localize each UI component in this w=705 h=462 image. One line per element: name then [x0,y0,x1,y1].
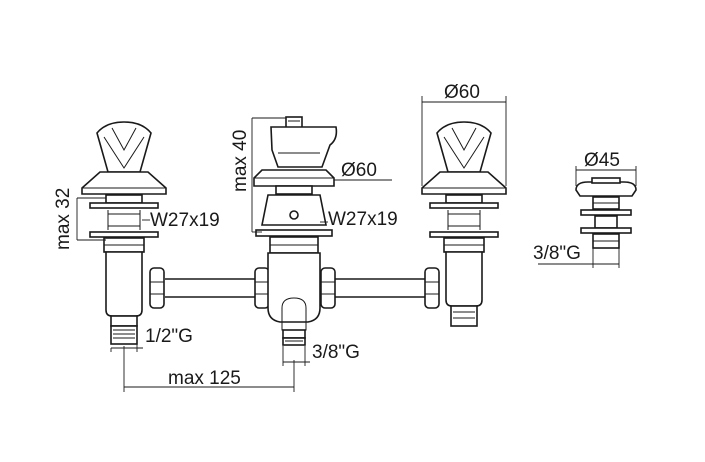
dim-inlet-left-label: 1/2"G [145,326,193,347]
right-valve [421,121,507,327]
dim-drain-thread-label: 3/8"G [533,243,581,264]
drain-fitting [575,177,637,249]
left-valve [81,121,167,345]
dim-max-32-label: max 32 [53,188,74,250]
dim-max-125-label: max 125 [168,368,241,389]
dim-center-diameter-label: Ø60 [341,160,377,181]
dim-w27x19-left-label: W27x19 [150,210,220,231]
dim-w27x19-center-label: W27x19 [328,209,398,230]
dim-outlet-center-label: 3/8"G [312,342,360,363]
center-spout [253,116,338,346]
dimension-lines [76,96,637,392]
dim-max-40-label: max 40 [230,130,251,192]
dim-right-diameter-label: Ø60 [444,82,480,103]
dim-drain-diameter-label: Ø45 [584,150,620,171]
